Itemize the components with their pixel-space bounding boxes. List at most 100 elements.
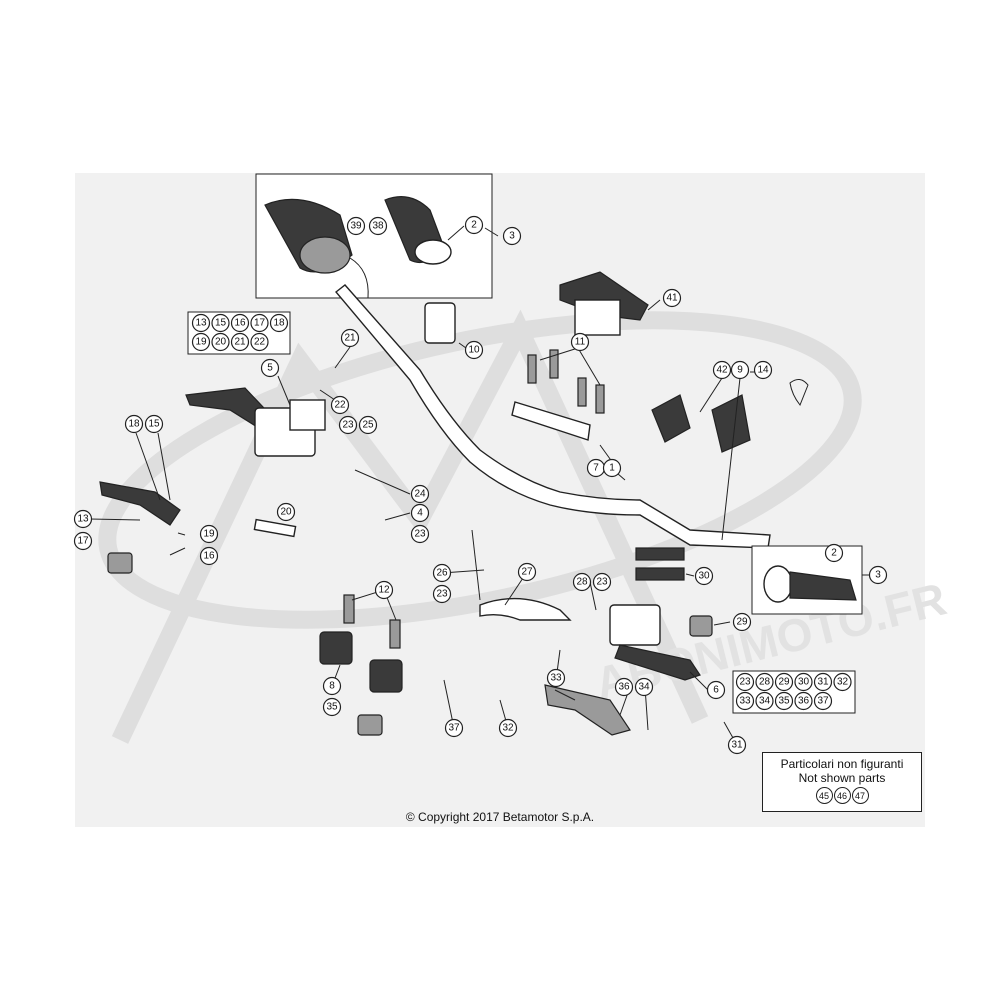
- svg-text:23: 23: [596, 577, 608, 588]
- callout-1: 1: [602, 458, 622, 478]
- callout-33: 33: [546, 668, 566, 688]
- svg-text:30: 30: [698, 571, 710, 582]
- svg-text:26: 26: [436, 568, 448, 579]
- group-right-row2-0: 33: [735, 691, 755, 711]
- callout-3: 3: [502, 226, 522, 246]
- not-shown-47: 47: [851, 787, 869, 804]
- svg-text:22: 22: [334, 400, 346, 411]
- group-left-row1-3: 17: [250, 313, 269, 333]
- svg-text:4: 4: [417, 508, 423, 519]
- group-left-row1-2: 16: [230, 313, 250, 333]
- svg-text:17: 17: [77, 536, 89, 547]
- callout-42: 42: [712, 360, 732, 380]
- callout-35: 35: [322, 697, 342, 717]
- not-shown-45: 45: [815, 787, 833, 804]
- cap-35: [357, 714, 383, 736]
- group-right-label: 28: [759, 677, 771, 688]
- group-right-row1-1: 28: [755, 672, 774, 692]
- callout-28: 28: [572, 572, 592, 592]
- callout-39: 39: [346, 216, 366, 236]
- callout-2-b: 2: [824, 543, 844, 563]
- callout-27: 27: [517, 562, 537, 582]
- switch-assembly: [651, 379, 809, 453]
- callout-8: 8: [322, 676, 342, 696]
- svg-text:10: 10: [468, 345, 480, 356]
- group-right-row2-3: 36: [794, 691, 813, 711]
- svg-text:21: 21: [344, 333, 356, 344]
- clutch-lever-assembly: [185, 387, 326, 457]
- cap-17: [107, 552, 133, 574]
- group-left-label: 21: [234, 337, 246, 348]
- callout-31: 31: [727, 735, 747, 755]
- svg-text:14: 14: [757, 365, 769, 376]
- svg-text:27: 27: [521, 567, 533, 578]
- not-shown-title-en: Not shown parts: [798, 771, 886, 785]
- svg-text:23: 23: [436, 589, 448, 600]
- svg-text:3: 3: [875, 570, 881, 581]
- callout-23-a: 23: [338, 415, 358, 435]
- not-shown-numbers: 45 46 47: [763, 787, 921, 804]
- svg-text:38: 38: [372, 221, 384, 232]
- group-left-row2-3: 22: [250, 332, 269, 352]
- svg-text:15: 15: [148, 419, 160, 430]
- group-left-label: 19: [195, 337, 207, 348]
- callout-7: 7: [586, 458, 606, 478]
- clamp-bolts: [527, 349, 605, 414]
- callout-6: 6: [706, 680, 726, 700]
- group-right-row1-5: 32: [833, 672, 852, 692]
- svg-text:20: 20: [280, 507, 292, 518]
- group-right-label: 29: [778, 677, 790, 688]
- callout-18: 18: [124, 414, 144, 434]
- callout-23-c: 23: [432, 584, 452, 604]
- svg-text:18: 18: [128, 419, 140, 430]
- callout-30: 30: [694, 566, 714, 586]
- callout-14: 14: [753, 360, 773, 380]
- callout-34: 34: [634, 677, 654, 697]
- callout-13: 13: [73, 509, 93, 529]
- svg-text:25: 25: [362, 420, 374, 431]
- callout-12: 12: [374, 580, 394, 600]
- svg-text:6: 6: [713, 685, 719, 696]
- not-shown-title-it: Particolari non figuranti: [780, 757, 904, 771]
- callout-41: 41: [662, 288, 682, 308]
- svg-text:19: 19: [203, 529, 215, 540]
- copyright-text: © Copyright 2017 Betamotor S.p.A.: [405, 810, 595, 824]
- group-left-row1-1: 15: [211, 313, 230, 333]
- callout-16: 16: [199, 546, 219, 566]
- callout-29: 29: [732, 612, 752, 632]
- callout-10: 10: [464, 340, 484, 360]
- svg-text:16: 16: [203, 551, 215, 562]
- group-left-row2-1: 20: [211, 332, 230, 352]
- group-right-row2-2: 35: [774, 691, 794, 711]
- svg-text:37: 37: [448, 723, 460, 734]
- brake-master-cylinder: [609, 547, 713, 681]
- brake-hose: [479, 597, 572, 621]
- group-right-row1-3: 30: [794, 672, 813, 692]
- callout-24: 24: [410, 484, 430, 504]
- callout-38: 38: [368, 216, 388, 236]
- callout-21: 21: [340, 328, 360, 348]
- callout-5: 5: [260, 358, 280, 378]
- throttle-grip: [264, 196, 452, 299]
- callout-37: 37: [444, 718, 464, 738]
- group-left-label: 16: [234, 318, 246, 329]
- svg-text:5: 5: [267, 363, 273, 374]
- svg-text:23: 23: [342, 420, 354, 431]
- svg-text:41: 41: [666, 293, 678, 304]
- group-right-label: 36: [798, 696, 810, 707]
- svg-text:11: 11: [575, 337, 586, 348]
- callout-23-d: 23: [592, 572, 612, 592]
- callout-2: 2: [464, 215, 484, 235]
- group-left-label: 22: [254, 337, 266, 348]
- not-shown-46: 46: [833, 787, 851, 804]
- spring-20: [253, 518, 297, 538]
- group-right-row1-0: 23: [735, 672, 755, 692]
- group-right-label: 33: [739, 696, 751, 707]
- group-left-label: 18: [273, 318, 285, 329]
- svg-text:36: 36: [618, 682, 630, 693]
- svg-text:33: 33: [550, 673, 562, 684]
- svg-text:9: 9: [737, 365, 743, 376]
- group-left-row2-0: 19: [191, 332, 211, 352]
